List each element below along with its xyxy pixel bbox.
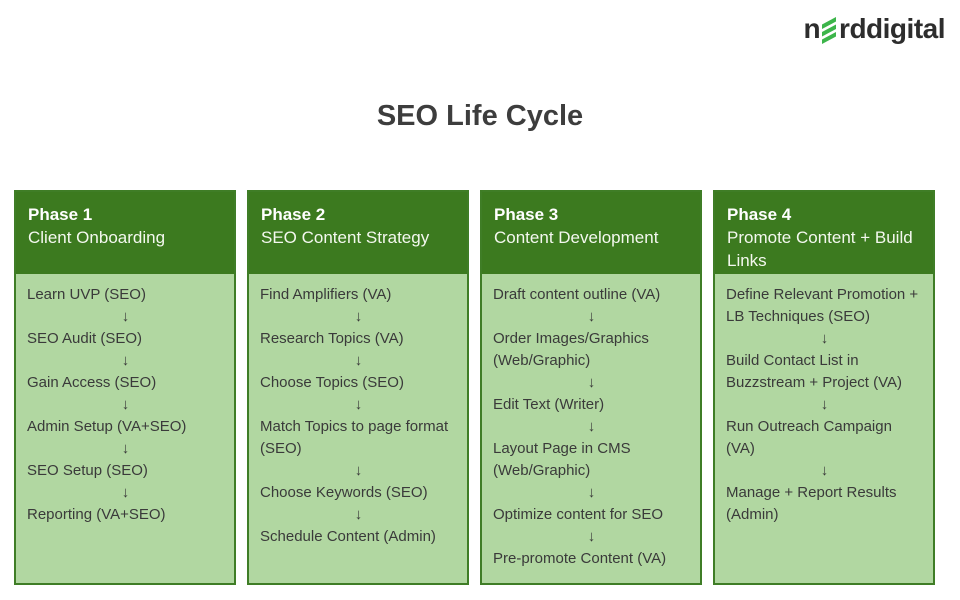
down-arrow-icon: ↓ bbox=[121, 396, 130, 413]
phase-header: Phase 4 Promote Content + Build Links bbox=[715, 192, 933, 274]
step-item: Build Contact List in Buzzstream + Proje… bbox=[726, 352, 903, 391]
step-item: Reporting (VA+SEO) bbox=[27, 506, 166, 523]
phase-name: Phase 1 bbox=[28, 205, 93, 224]
down-arrow-icon: ↓ bbox=[820, 330, 829, 347]
step-item: Learn UVP (SEO) bbox=[27, 286, 146, 303]
nerddigital-logo: n rddigital bbox=[803, 13, 945, 45]
down-arrow-icon: ↓ bbox=[820, 462, 829, 479]
phase-header: Phase 3 Content Development bbox=[482, 192, 700, 274]
down-arrow-icon: ↓ bbox=[354, 308, 363, 325]
down-arrow-icon: ↓ bbox=[121, 484, 130, 501]
step-item: Edit Text (Writer) bbox=[493, 396, 605, 413]
phase-name: Phase 4 bbox=[727, 205, 792, 224]
step-item: Match Topics to page format (SEO) bbox=[260, 418, 449, 457]
down-arrow-icon: ↓ bbox=[354, 396, 363, 413]
step-item: Schedule Content (Admin) bbox=[260, 528, 436, 545]
down-arrow-icon: ↓ bbox=[121, 308, 130, 325]
phase-subtitle: SEO Content Strategy bbox=[261, 228, 430, 247]
step-item: Draft content outline (VA) bbox=[493, 286, 661, 303]
step-item: Run Outreach Campaign (VA) bbox=[726, 418, 892, 457]
phase-steps: Define Relevant Promotion + LB Technique… bbox=[715, 274, 933, 583]
step-item: Choose Keywords (SEO) bbox=[260, 484, 428, 501]
down-arrow-icon: ↓ bbox=[354, 462, 363, 479]
down-arrow-icon: ↓ bbox=[354, 352, 363, 369]
down-arrow-icon: ↓ bbox=[121, 440, 130, 457]
step-item: Admin Setup (VA+SEO) bbox=[27, 418, 187, 435]
down-arrow-icon: ↓ bbox=[121, 352, 130, 369]
down-arrow-icon: ↓ bbox=[820, 396, 829, 413]
down-arrow-icon: ↓ bbox=[587, 374, 596, 391]
phase-column: Phase 2 SEO Content Strategy Find Amplif… bbox=[247, 190, 469, 585]
step-item: Choose Topics (SEO) bbox=[260, 374, 404, 391]
step-item: SEO Audit (SEO) bbox=[27, 330, 143, 347]
step-item: Pre-promote Content (VA) bbox=[493, 550, 667, 567]
page-title: SEO Life Cycle bbox=[376, 100, 584, 132]
down-arrow-icon: ↓ bbox=[354, 506, 363, 523]
phase-name: Phase 2 bbox=[261, 205, 326, 224]
phase-steps: Find Amplifiers (VA) ↓ Research Topics (VA… bbox=[249, 274, 467, 583]
phase-column: Phase 4 Promote Content + Build Links De… bbox=[713, 190, 935, 585]
logo-text-prefix: n bbox=[803, 13, 821, 44]
down-arrow-icon: ↓ bbox=[587, 418, 596, 435]
down-arrow-icon: ↓ bbox=[587, 528, 596, 545]
logo-text-suffix: rddigital bbox=[839, 13, 945, 44]
phase-subtitle: Promote Content + Build Links bbox=[727, 228, 913, 270]
phase-header: Phase 2 SEO Content Strategy bbox=[249, 192, 467, 274]
step-item: Manage + Report Results (Admin) bbox=[726, 484, 897, 523]
phase-steps: Draft content outline (VA) ↓ Order Images/… bbox=[482, 274, 700, 583]
step-item: Optimize content for SEO bbox=[493, 506, 664, 523]
phase-subtitle: Content Development bbox=[494, 228, 659, 247]
phase-name: Phase 3 bbox=[494, 205, 559, 224]
phase-steps: Learn UVP (SEO) ↓ SEO Audit (SEO) ↓ Gain Acc… bbox=[16, 274, 234, 583]
step-item: Gain Access (SEO) bbox=[27, 374, 157, 391]
green-bolt-icon bbox=[821, 15, 838, 44]
step-item: Layout Page in CMS (Web/Graphic) bbox=[493, 440, 631, 479]
step-item: Research Topics (VA) bbox=[260, 330, 404, 347]
step-item: Find Amplifiers (VA) bbox=[260, 286, 392, 303]
phase-column: Phase 1 Client Onboarding Learn UVP (SEO… bbox=[14, 190, 236, 585]
phase-subtitle: Client Onboarding bbox=[28, 228, 166, 247]
down-arrow-icon: ↓ bbox=[587, 308, 596, 325]
phase-header: Phase 1 Client Onboarding bbox=[16, 192, 234, 274]
step-item: SEO Setup (SEO) bbox=[27, 462, 148, 479]
step-item: Order Images/Graphics (Web/Graphic) bbox=[493, 330, 649, 369]
step-item: Define Relevant Promotion + LB Technique… bbox=[726, 286, 919, 325]
down-arrow-icon: ↓ bbox=[587, 484, 596, 501]
phases-row: Phase 1 Client Onboarding Learn UVP (SEO… bbox=[14, 190, 935, 585]
phase-column: Phase 3 Content Development Draft conten… bbox=[480, 190, 702, 585]
